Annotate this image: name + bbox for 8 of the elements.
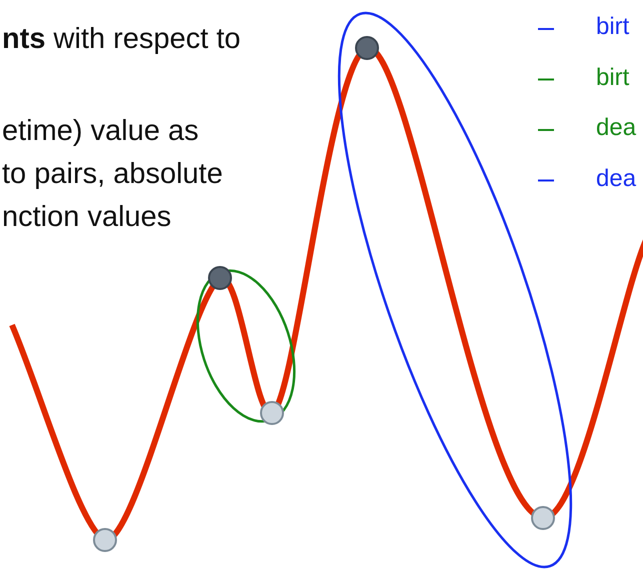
bullet-text: birt: [596, 62, 630, 92]
bullet-text: dea: [596, 113, 636, 143]
body-text: to pairs, absolute: [2, 157, 223, 192]
body-text: nction values: [2, 200, 172, 235]
bullet-text: dea: [596, 164, 636, 194]
body-text: etime) value as: [2, 114, 199, 149]
body-text: nts with respect to: [2, 22, 241, 57]
bullet-text: birt: [596, 12, 630, 42]
